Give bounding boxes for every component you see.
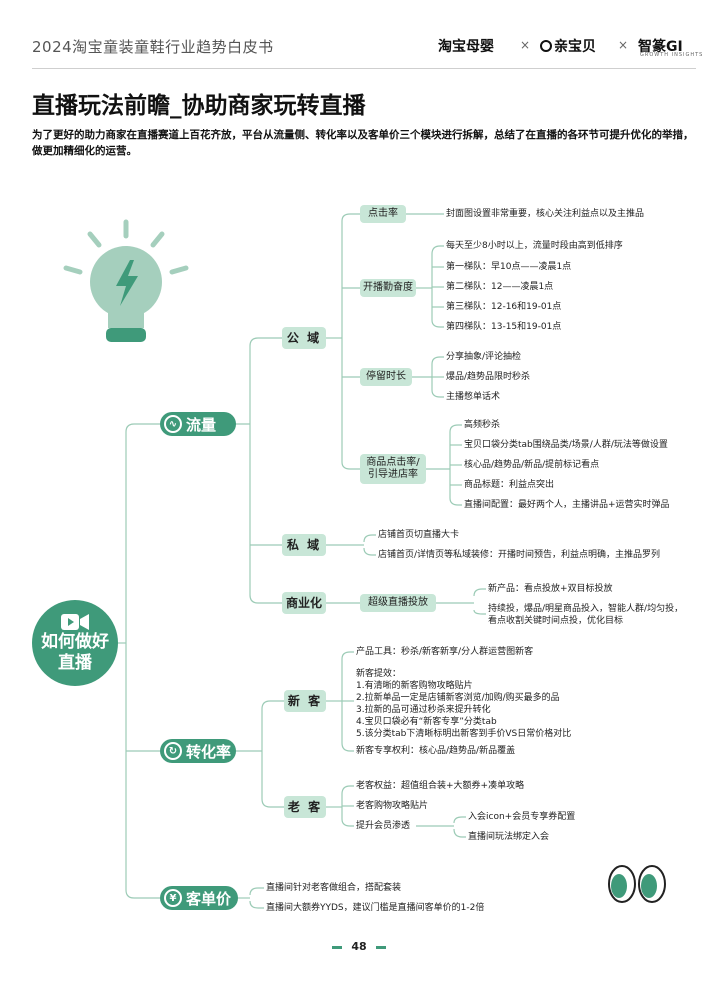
brand-taobao-muying: 淘宝母婴	[438, 39, 494, 55]
leaf-new-customer-efficiency: 新客提效：	[356, 669, 402, 679]
leaf-product-click: 商品标题：利益点突出	[464, 480, 555, 490]
leaf-member: 入会icon+会员专享券配置	[468, 812, 576, 822]
leaf-super-live-ads: 新产品：看点投放+双目标投放	[488, 584, 613, 594]
yen-icon: ¥	[164, 889, 182, 907]
node-click-rate: 点击率	[360, 205, 406, 223]
separator: ×	[520, 38, 531, 52]
node-new-customer: 新 客	[284, 690, 326, 712]
separator: ×	[618, 38, 629, 52]
leaf-new-customer-rights: 新客专享权利：核心品/趋势品/新品覆盖	[356, 746, 516, 756]
leaf-diligence: 第三梯队：12-16和19-01点	[446, 302, 562, 312]
leaf-member-penetration: 提升会员渗透	[356, 821, 411, 831]
leaf-private-domain: 店铺首页/详情页等私域装修：开播时间预告，利益点明确，主推品罗列	[378, 550, 661, 560]
leaf-new-customer-efficiency: 2.拉新单品一定是店铺新客浏览/加购/购买最多的品	[356, 693, 560, 703]
leaf-diligence: 第二梯队：12——凌晨1点	[446, 282, 554, 292]
page-number-dash	[332, 946, 342, 949]
pulse-icon: ∿	[164, 415, 182, 433]
node-diligence: 开播勤奋度	[360, 279, 416, 297]
leaf-product-click: 核心品/趋势品/新品/提前标记看点	[464, 460, 600, 470]
leaf-stay-time: 爆品/趋势品限时秒杀	[446, 372, 531, 382]
leaf-new-customer-efficiency: 1.有清晰的新客购物攻略贴片	[356, 681, 473, 691]
page-title: 直播玩法前瞻_协助商家玩转直播	[32, 93, 366, 119]
page-number: 48	[351, 940, 367, 953]
major-node-conversion: ↻转化率	[160, 739, 236, 763]
node-product-click-rate: 商品点击率/引导进店率	[360, 454, 426, 484]
leaf-old-customer-rights: 老客权益：超值组合装+大额券+凑单攻略	[356, 781, 525, 791]
root-title-line1: 如何做好	[41, 632, 109, 652]
leaf-product-click: 宝贝口袋分类tab围绕品类/场景/人群/玩法等做设置	[464, 440, 668, 450]
leaf-new-customer-efficiency: 5.该分类tab下清晰标明出新客到手价VS日常价格对比	[356, 729, 572, 739]
leaf-stay-time: 主播憋单话术	[446, 392, 501, 402]
node-super-live-ads: 超级直播投放	[360, 594, 436, 612]
eyes-icon	[608, 865, 666, 903]
leaf-product-click: 高频秒杀	[464, 420, 501, 430]
leaf-new-customer-tool: 产品工具：秒杀/新客新享/分人群运营图新客	[356, 647, 534, 657]
major-node-aov: ¥客单价	[160, 886, 238, 910]
leaf-product-click: 直播间配置：最好两个人，主播讲品+运营实时弹品	[464, 500, 670, 510]
qinbaobei-logo-icon	[540, 40, 552, 52]
brand-qinbaobei: 亲宝贝	[540, 36, 596, 56]
node-stay-time: 停留时长	[360, 368, 412, 386]
header-divider	[32, 68, 696, 69]
leaf-member: 直播间玩法绑定入会	[468, 832, 550, 842]
root-title-line2: 直播	[58, 653, 92, 673]
leaf-super-live-ads: 看点收割关键时间点投，优化目标	[488, 616, 624, 626]
leaf-diligence: 第一梯队：早10点——凌晨1点	[446, 262, 572, 272]
intro-paragraph: 为了更好的助力商家在直播赛道上百花齐放，平台从流量侧、转化率以及客单价三个模块进…	[32, 129, 694, 157]
node-public-domain: 公 域	[282, 327, 326, 349]
node-commercial: 商业化	[282, 592, 326, 614]
brand-zhizhuan-subtitle: GROWTH INSIGHTS	[640, 52, 704, 58]
major-node-traffic: ∿流量	[160, 412, 236, 436]
leaf-new-customer-efficiency: 3.拉新的品可通过秒杀来提升转化	[356, 705, 491, 715]
leaf-super-live-ads: 持续投，爆品/明星商品投入，智能人群/均匀投，	[488, 604, 684, 614]
report-title: 2024淘宝童装童鞋行业趋势白皮书	[32, 38, 274, 56]
node-old-customer: 老 客	[284, 796, 326, 818]
leaf-aov: 直播间大额券YYDS，建议门槛是直播间客单价的1-2倍	[266, 903, 485, 913]
lightbulb-icon	[63, 219, 189, 342]
brand-zhizhuan: 智篆GI	[638, 39, 683, 55]
leaf-diligence: 第四梯队：13-15和19-01点	[446, 322, 562, 332]
leaf-new-customer-efficiency: 4.宝贝口袋必有“新客专享”分类tab	[356, 717, 497, 727]
leaf-click-rate: 封面图设置非常重要，核心关注利益点以及主推品	[446, 209, 645, 219]
node-private-domain: 私 域	[282, 534, 326, 556]
refresh-icon: ↻	[164, 742, 182, 760]
leaf-diligence: 每天至少8小时以上，流量时段由高到低排序	[446, 241, 623, 251]
video-camera-icon	[61, 614, 89, 630]
leaf-old-customer-guide: 老客购物攻略贴片	[356, 801, 429, 811]
leaf-aov: 直播间针对老客做组合，搭配套装	[266, 883, 402, 893]
leaf-private-domain: 店铺首页切直播大卡	[378, 530, 460, 540]
root-node: 如何做好 直播	[32, 600, 118, 686]
page-number-dash	[376, 946, 386, 949]
leaf-stay-time: 分享抽象/评论抽检	[446, 352, 522, 362]
